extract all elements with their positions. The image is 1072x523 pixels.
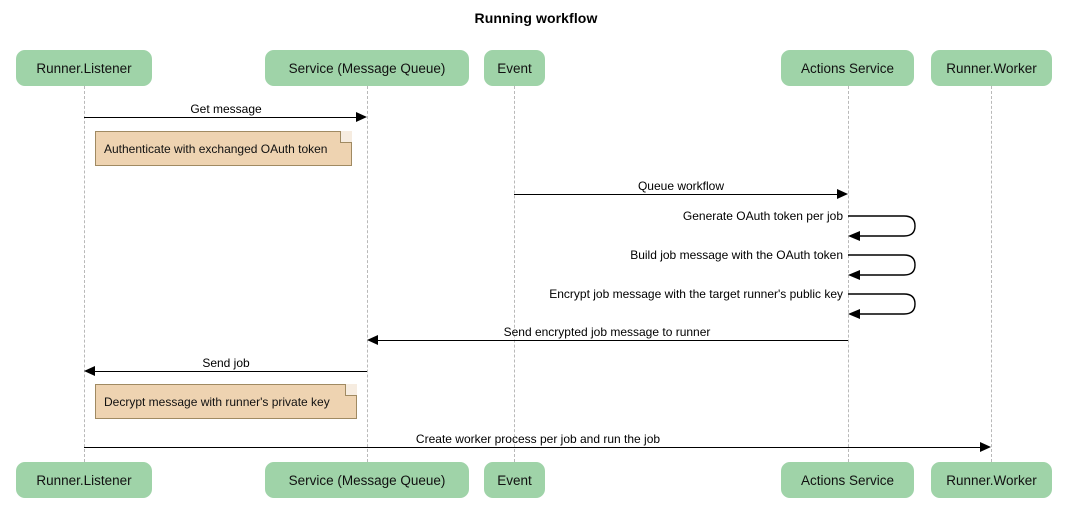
note-text: Authenticate with exchanged OAuth token — [104, 141, 328, 156]
note-fold-icon — [345, 384, 357, 396]
note-text: Decrypt message with runner's private ke… — [104, 394, 330, 409]
self-message-loop-encrypt-job-message — [844, 288, 924, 320]
lifeline-actions-service — [848, 86, 849, 462]
message-line-send-job — [95, 371, 367, 372]
participant-event-top[interactable]: Event — [484, 50, 545, 86]
arrowhead-right-create-worker-process — [980, 442, 991, 452]
diagram-title: Running workflow — [474, 10, 598, 26]
participant-label: Runner.Listener — [36, 60, 132, 76]
note-fold-icon — [340, 131, 352, 143]
message-label-send-job: Send job — [202, 356, 250, 370]
lifeline-runner-listener — [84, 86, 85, 462]
message-label-get-message: Get message — [190, 102, 262, 116]
note-decrypt: Decrypt message with runner's private ke… — [95, 384, 357, 419]
participant-label: Actions Service — [800, 472, 895, 488]
message-line-get-message — [84, 117, 358, 118]
arrowhead-right-get-message — [356, 112, 367, 122]
lifeline-service-message-queue — [367, 86, 368, 462]
participant-label: Event — [497, 60, 532, 76]
arrowhead-left-send-encrypted-job-message — [367, 335, 378, 345]
participant-label: Event — [497, 472, 532, 488]
note-authenticate: Authenticate with exchanged OAuth token — [95, 131, 352, 166]
participant-label: Runner.Worker — [946, 472, 1037, 488]
participant-runner-listener-top[interactable]: Runner.Listener — [16, 50, 152, 86]
participant-label: Runner.Worker — [946, 60, 1037, 76]
self-message-label-build-job-message: Build job message with the OAuth token — [630, 248, 843, 262]
message-label-queue-workflow: Queue workflow — [637, 179, 725, 193]
message-line-queue-workflow — [514, 194, 838, 195]
participant-label: Service (Message Queue) — [288, 472, 446, 488]
lifeline-runner-worker — [991, 86, 992, 462]
participant-actions-service-top[interactable]: Actions Service — [781, 50, 914, 86]
participant-label: Runner.Listener — [36, 472, 132, 488]
message-label-send-encrypted-job-message: Send encrypted job message to runner — [503, 325, 711, 339]
participant-label: Service (Message Queue) — [288, 60, 446, 76]
participant-runner-worker-top[interactable]: Runner.Worker — [931, 50, 1052, 86]
participant-runner-worker-bottom[interactable]: Runner.Worker — [931, 462, 1052, 498]
message-line-send-encrypted-job-message — [378, 340, 848, 341]
message-line-create-worker-process — [84, 447, 981, 448]
self-message-loop-build-job-message — [844, 249, 924, 281]
participant-runner-listener-bottom[interactable]: Runner.Listener — [16, 462, 152, 498]
self-message-loop-generate-oauth-token — [844, 210, 924, 242]
message-label-create-worker-process: Create worker process per job and run th… — [415, 432, 661, 446]
participant-service-message-queue-bottom[interactable]: Service (Message Queue) — [265, 462, 469, 498]
participant-service-message-queue-top[interactable]: Service (Message Queue) — [265, 50, 469, 86]
participant-event-bottom[interactable]: Event — [484, 462, 545, 498]
participant-label: Actions Service — [800, 60, 895, 76]
self-message-label-generate-oauth-token: Generate OAuth token per job — [682, 209, 843, 223]
participant-actions-service-bottom[interactable]: Actions Service — [781, 462, 914, 498]
arrowhead-right-queue-workflow — [837, 189, 848, 199]
lifeline-event — [514, 86, 515, 462]
arrowhead-left-send-job — [84, 366, 95, 376]
self-message-label-encrypt-job-message: Encrypt job message with the target runn… — [549, 287, 843, 301]
